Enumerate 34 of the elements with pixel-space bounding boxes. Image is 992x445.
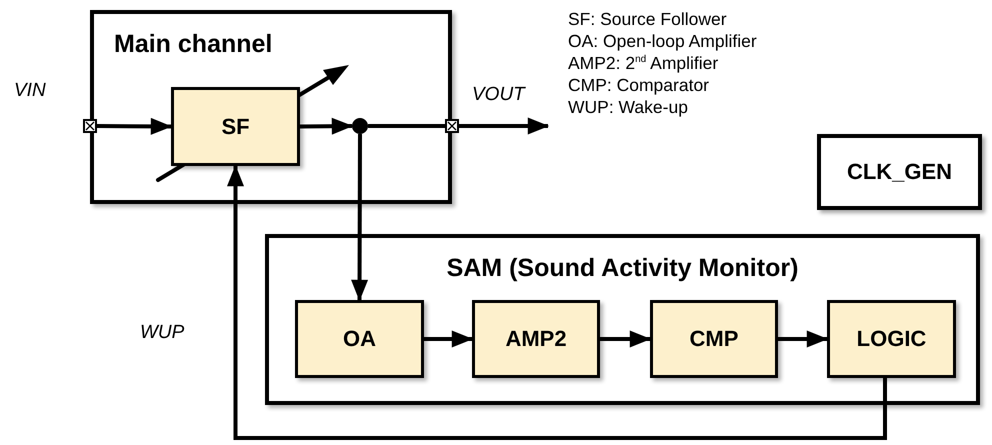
- block-box: [827, 300, 956, 378]
- block-label: CMP: [690, 326, 738, 352]
- block-label: OA: [343, 326, 376, 352]
- connector-arrow: [459, 118, 550, 134]
- abbreviation-note: OA: Open-loop Amplifier: [568, 30, 757, 52]
- signal-label: VOUT: [472, 84, 525, 106]
- block-box: [817, 134, 982, 210]
- block-label: LOGIC: [856, 326, 926, 352]
- connector-arrow: [96, 118, 172, 135]
- block-label: AMP2: [505, 326, 567, 352]
- block-box: [650, 300, 778, 378]
- block-box: [295, 300, 424, 378]
- block-label: SF: [221, 114, 250, 140]
- block-frame: [90, 10, 452, 204]
- abbreviation-note: WUP: Wake-up: [568, 96, 689, 118]
- signal-label: VIN: [14, 80, 46, 102]
- abbreviation-note: AMP2: 2$^{nd}$ Amplifier: [568, 52, 720, 74]
- connector-arrow: [300, 118, 354, 135]
- connector-arrow: [424, 330, 474, 348]
- junction-dot: [352, 118, 368, 134]
- io-pad: [445, 119, 459, 133]
- block-title: SAM (Sound Activity Monitor): [446, 254, 798, 283]
- connector-arrow: [227, 164, 887, 440]
- block-box: [171, 87, 300, 166]
- abbreviation-note: CMP: Comparator: [568, 74, 710, 96]
- io-pad: [83, 119, 97, 133]
- block-frame: [265, 234, 980, 405]
- abbreviation-note: SF: Source Follower: [568, 8, 728, 30]
- connector-arrow: [778, 330, 828, 348]
- connector-arrow: [600, 330, 652, 348]
- block-title: Main channel: [114, 30, 272, 59]
- connector-arrow: [351, 134, 368, 302]
- block-box: [472, 300, 600, 378]
- block-label: CLK_GEN: [846, 159, 952, 185]
